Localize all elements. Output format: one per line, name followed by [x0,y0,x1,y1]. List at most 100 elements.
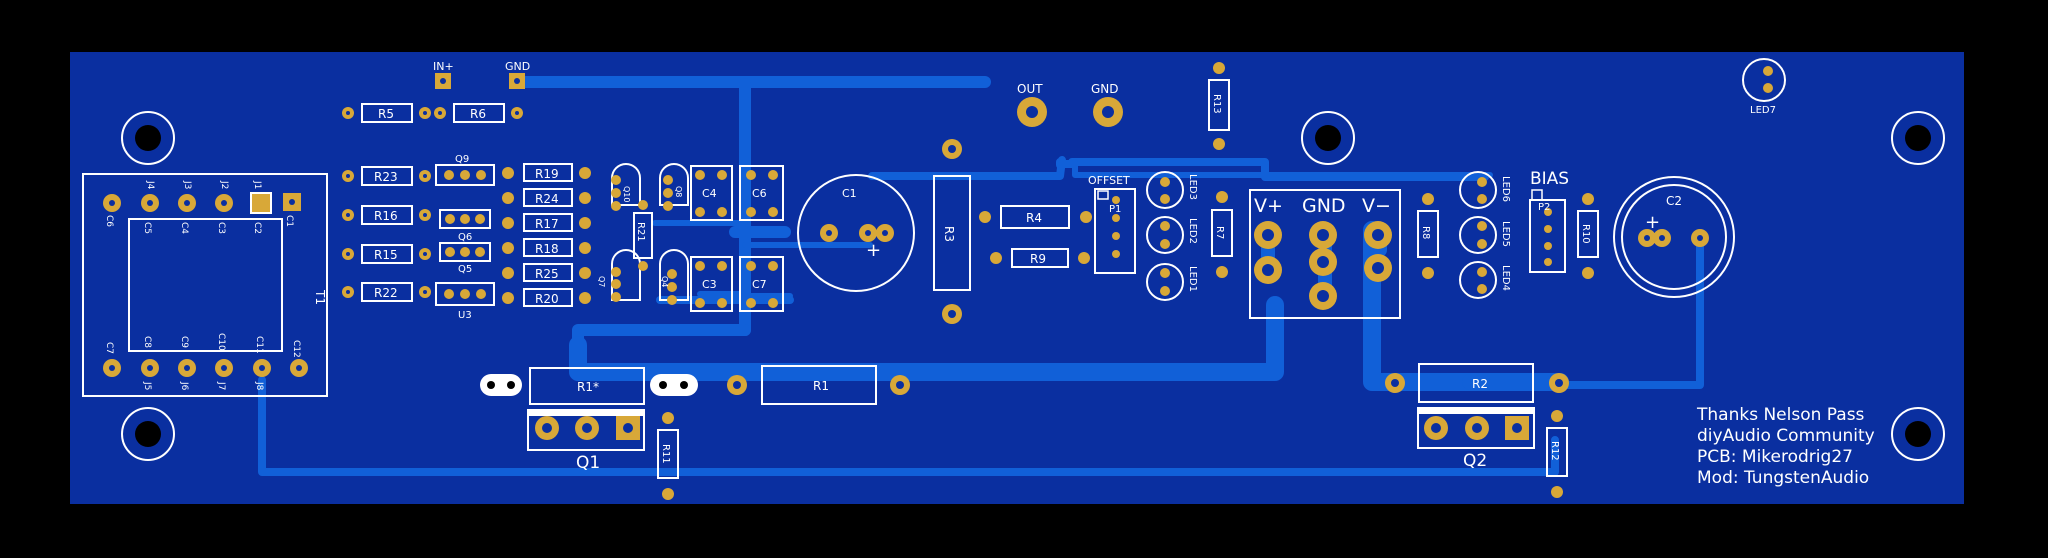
cap-label-c3-t: C3 [216,222,226,234]
c6-label: C6 [752,187,767,200]
p1-label: P1 [1109,204,1121,215]
ic-q9: Q9 [435,154,495,186]
power-transistor-q1: Q1 [527,409,645,473]
r5-label: R5 [378,107,394,121]
pin-label-j3: J3 [182,180,192,189]
r16-label: R16 [374,209,398,223]
jumper-right [650,374,698,396]
led-4: LED4 [1459,261,1511,299]
resistor-r24: R24 [502,188,591,207]
pot-p2: BIAS P2 [1529,169,1569,273]
gnd-power-label: GND [1302,195,1346,217]
c1-label: C1 [842,187,857,200]
v-plus-label: V+ [1254,195,1283,217]
mounting-hole [1891,111,1945,165]
r13-label: R13 [1211,94,1222,114]
mounting-hole [121,407,175,461]
ic-u3: U3 [435,282,495,321]
credit-line: Thanks Nelson Pass [1696,405,1865,425]
cap-c6: C6 [739,165,784,221]
t1-bottom-pins [103,359,308,377]
pin-label-j8: J8 [254,381,264,391]
pin-label-j2: J2 [219,180,229,189]
transistor-q8: Q8 [659,163,689,211]
transformer-t1: T1 J4 J3 J2 J1 C6 C5 C4 C3 C2 C1 C7 C8 C… [82,173,328,397]
mounting-holes [121,111,1945,461]
r18-label: R18 [535,242,559,256]
pin-label-j6: J6 [179,381,189,391]
left-resistors: R5 R6 R23 R16 R15 [342,103,591,307]
led-2: LED2 [1146,216,1198,254]
cap-label-c2-t: C2 [252,222,262,234]
resistor-r16: R16 [342,205,431,225]
r19-label: R19 [535,167,559,181]
transistor-q4: Q4 [659,249,689,305]
resistor-r8: R8 [1417,193,1439,279]
resistor-r1-star: R1* [529,367,645,405]
resistor-r2: R2 [1385,363,1569,403]
led2-label: LED2 [1187,218,1198,244]
transistor-q10: Q10 [611,163,641,211]
q4-label: Q4 [660,276,669,287]
pin-label-j4: J4 [145,180,155,190]
resistor-r15: R15 [342,244,431,264]
output-connector: OUT GND [1017,82,1123,127]
credit-line: Mod: TungstenAudio [1697,468,1869,488]
cap-c7: C7 [739,256,784,312]
q2-label: Q2 [1463,451,1487,471]
resistor-r6: R6 [434,103,523,123]
r6-label: R6 [470,107,486,121]
mounting-hole [121,111,175,165]
jumper-left [480,374,522,396]
r24-label: R24 [535,192,559,206]
t1-top-pins [103,192,301,214]
r25-label: R25 [535,267,559,281]
resistor-r20: R20 [502,288,591,307]
cap-label-c5: C5 [142,222,152,234]
led-7: LED7 [1742,58,1786,116]
cap-label-c11: C11 [254,336,264,354]
ic-q6: Q6 [439,209,491,243]
resistor-r1: R1 [727,365,910,405]
r23-label: R23 [374,170,398,184]
q8-label: Q8 [674,186,683,197]
offset-label: OFFSET [1088,174,1130,187]
cap-label-c8: C8 [142,336,152,348]
r10-label: R10 [1580,224,1591,244]
cap-c4: C4 [690,165,733,221]
led-group-left: LED3 LED2 LED1 [1146,171,1198,301]
led4-label: LED4 [1500,265,1511,291]
led7-label: LED7 [1750,105,1776,116]
r17-label: R17 [535,217,559,231]
electrolytic-cap-c2: C2 + [1613,176,1735,298]
led-5: LED5 [1459,216,1511,254]
c2-label: C2 [1666,194,1682,208]
resistor-r23: R23 [342,166,431,186]
in-plus-label: IN+ [433,60,454,73]
resistor-r9: R9 [990,248,1090,268]
out-label: OUT [1017,82,1043,96]
resistor-r10: R10 [1577,193,1599,279]
c7-label: C7 [752,278,767,291]
pin-label-j1: J1 [252,180,262,189]
r20-label: R20 [535,292,559,306]
led3-label: LED3 [1187,174,1198,200]
film-caps: C4 C6 C3 C7 [690,165,784,312]
gnd-out-label: GND [1091,82,1119,96]
led6-label: LED6 [1500,176,1511,202]
r9-label: R9 [1030,252,1046,266]
r2-label: R2 [1472,377,1488,391]
resistor-r7: R7 [1211,191,1233,278]
resistor-r17: R17 [502,213,591,232]
resistor-r11: R11 [657,412,679,500]
r12-label: R12 [1549,441,1560,461]
q6-label: Q6 [458,232,472,243]
ic-q5: Q5 [439,242,491,275]
mounting-hole [1891,407,1945,461]
resistor-r3: R3 [933,139,971,324]
input-connector: IN+ GND [433,60,530,89]
q10-label: Q10 [622,186,631,202]
cap-label-c6-t: C6 [104,215,114,227]
led-group-right: LED6 LED5 LED4 [1459,171,1511,299]
